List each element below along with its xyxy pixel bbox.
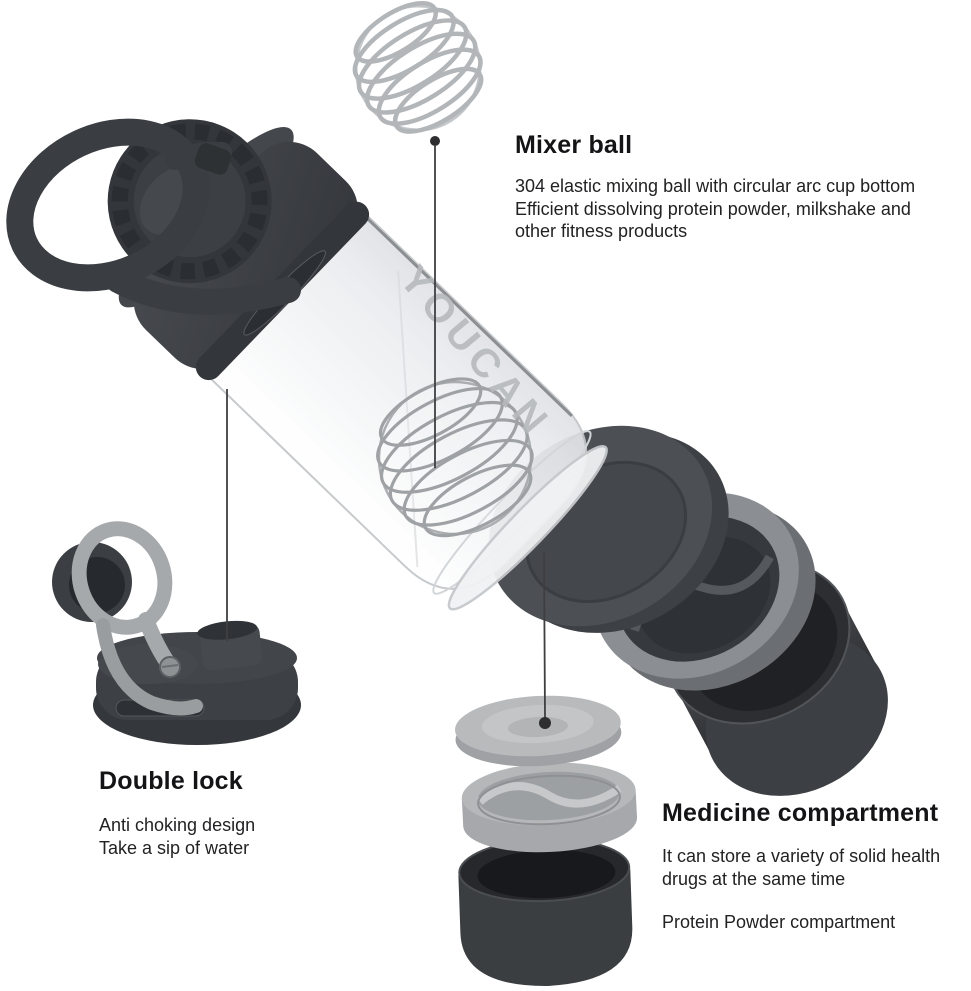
medicine-title: Medicine compartment: [662, 799, 939, 827]
double-lock-title: Double lock: [99, 767, 243, 795]
bottle-bottom-rim: [447, 444, 608, 611]
flip-lid: [52, 521, 301, 745]
flip-lid-spout: [197, 620, 263, 671]
pill-compartment-lid: [454, 695, 622, 767]
medicine-desc-line: It can store a variety of solid health: [662, 846, 941, 866]
leader-lines: [226, 136, 551, 729]
medicine-leader-line: [543, 551, 546, 719]
protein-compartment-label: Protein Powder compartment: [662, 912, 896, 932]
mixer-ball-title: Mixer ball: [515, 131, 633, 159]
medicine-callout-dot: [539, 717, 551, 729]
double-lock-desc-line: Anti choking design: [99, 815, 256, 835]
medicine-desc-line: drugs at the same time: [662, 868, 846, 889]
mixer-ball-callout-dot: [430, 136, 440, 146]
mixer-ball-desc-line: other fitness products: [515, 221, 688, 241]
mixer-ball-wire: [352, 0, 484, 134]
annotation-medicine: Medicine compartment It can store a vari…: [662, 799, 971, 934]
swirl-divider-tray: [461, 762, 638, 853]
annotation-mixer-ball: Mixer ball 304 elastic mixing ball with …: [515, 131, 971, 243]
whisk-ball-in-bottle: [376, 377, 534, 538]
bottom-stack: [454, 695, 638, 986]
bottle-handle: [6, 118, 301, 315]
mixer-ball-desc-line: 304 elastic mixing ball with circular ar…: [515, 176, 916, 196]
mixer-ball-desc-line: Efficient dissolving protein powder, mil…: [515, 198, 911, 219]
flip-lid-lock-handle: [52, 521, 203, 716]
annotation-double-lock: Double lock Anti choking design Take a s…: [99, 767, 399, 859]
double-lock-desc-line: Take a sip of water: [99, 837, 250, 858]
protein-cup-bottom: [458, 837, 633, 986]
